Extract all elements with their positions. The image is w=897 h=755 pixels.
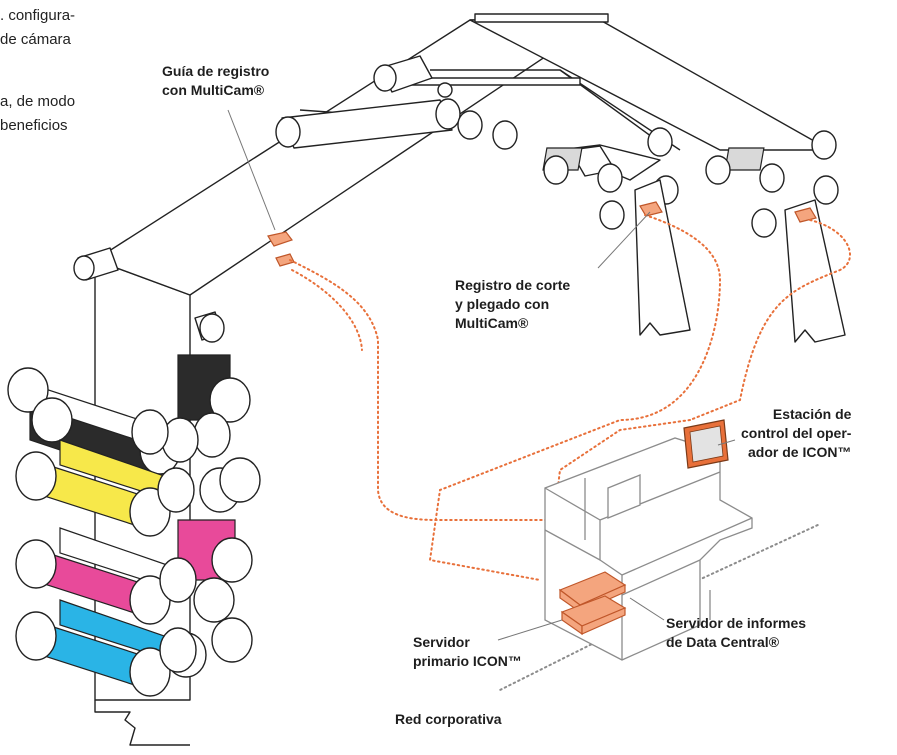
label-informes-line-1: Servidor de informes	[666, 615, 807, 631]
operator-console	[544, 419, 753, 661]
intro-line-2: de cámara	[0, 31, 71, 48]
sensors	[267, 201, 817, 267]
label-guia-line-2: con MultiCam®	[162, 82, 265, 98]
label-corte-line-3: MultiCam®	[455, 315, 529, 331]
folder-unit-2	[705, 130, 846, 343]
network-cables	[289, 214, 851, 691]
folder-unit-1	[542, 127, 691, 336]
upper-rollers	[73, 55, 518, 343]
label-estacion-line-1: Estación de	[772, 406, 852, 422]
label-primario-line-2: primario ICON™	[413, 653, 522, 669]
label-corte-line-1: Registro de corte	[455, 277, 571, 293]
leader-lines	[227, 109, 736, 641]
label-informes-line-2: de Data Central®	[666, 634, 780, 650]
label-red-corporativa: Red corporativa	[395, 710, 502, 729]
label-corte-line-2: y plegado con	[455, 296, 550, 312]
intro-line-3: a, de modo	[0, 93, 76, 110]
label-red-line-1: Red corporativa	[395, 711, 502, 727]
corte-sensor-1	[639, 201, 663, 217]
label-estacion-control: Estación de control del oper- ador de IC…	[741, 405, 851, 462]
intro-line-4: beneficios	[0, 117, 68, 134]
label-servidor-primario: Servidor primario ICON™	[413, 633, 522, 671]
registro-sensor-1	[267, 231, 293, 247]
label-primario-line-1: Servidor	[413, 634, 470, 650]
intro-line-1: . configura-	[0, 7, 76, 24]
label-guia-registro: Guía de registro con MultiCam®	[162, 62, 269, 100]
label-estacion-line-2: control del oper-	[741, 425, 852, 441]
label-guia-line-1: Guía de registro	[162, 63, 270, 79]
label-estacion-line-3: ador de ICON™	[747, 444, 852, 460]
print-units	[7, 354, 261, 746]
label-registro-corte: Registro de corte y plegado con MultiCam…	[455, 276, 570, 333]
label-servidor-informes: Servidor de informes de Data Central®	[666, 614, 806, 652]
corte-sensor-2	[794, 207, 817, 223]
